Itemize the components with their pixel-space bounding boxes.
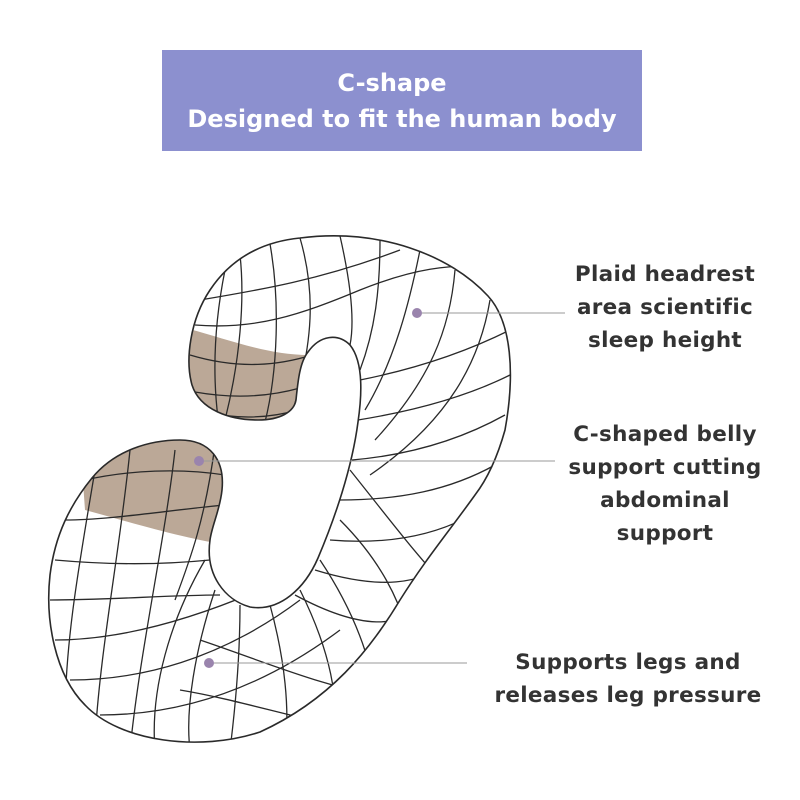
- callout-belly-support: C-shaped belly support cutting abdominal…: [560, 418, 770, 550]
- callout-belly-line-3: abdominal: [600, 488, 730, 513]
- callout-headrest-line-1: Plaid headrest: [574, 262, 756, 287]
- callout-belly-line-1: C-shaped belly: [573, 422, 757, 447]
- callout-belly-line-4: support: [616, 521, 714, 546]
- callout-legs-line-2: releases leg pressure: [494, 683, 762, 708]
- headrest-shaded-area: [185, 328, 312, 425]
- marker-dot-legs: [204, 658, 214, 668]
- belly-support-shaded-area: [80, 430, 240, 545]
- marker-dot-headrest: [412, 308, 422, 318]
- title-banner: C-shape Designed to fit the human body: [162, 50, 642, 151]
- callout-legs: Supports legs and releases leg pressure: [488, 646, 768, 712]
- callout-legs-line-1: Supports legs and: [515, 650, 741, 675]
- title-line-1: C-shape: [337, 68, 447, 97]
- title-line-2: Designed to fit the human body: [187, 104, 617, 133]
- shaded-regions: [80, 328, 312, 545]
- pillow-outline: [47, 235, 512, 743]
- callout-headrest-line-3: sleep height: [587, 328, 743, 353]
- callout-headrest-line-2: area scientific: [576, 295, 754, 320]
- callout-belly-line-2: support cutting: [568, 455, 762, 480]
- callout-headrest: Plaid headrest area scientific sleep hei…: [560, 258, 770, 357]
- marker-dot-belly: [194, 456, 204, 466]
